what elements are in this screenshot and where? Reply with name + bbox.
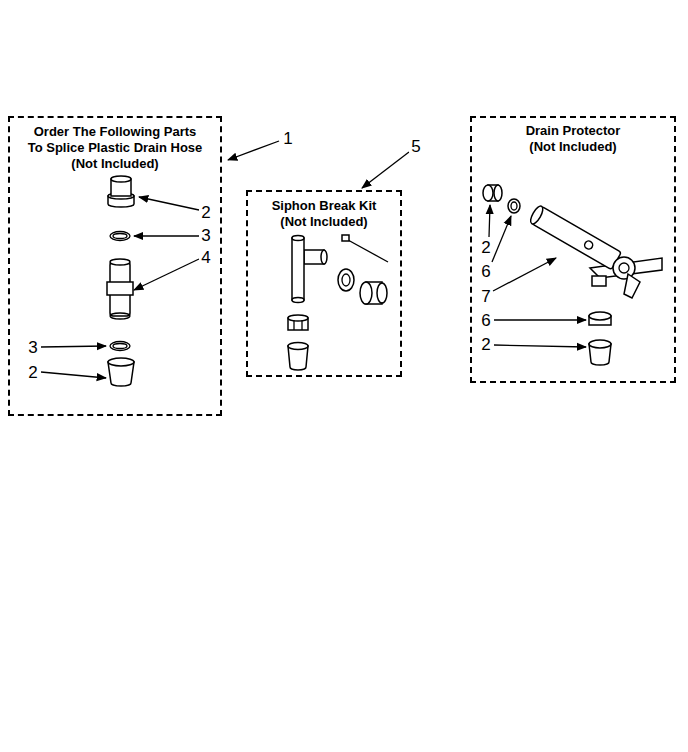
callout-number: 2: [199, 204, 212, 221]
drain-cap: [483, 185, 502, 201]
drain-ring: [508, 199, 520, 213]
callout-number: 2: [479, 239, 492, 256]
siphon-fitting: [360, 282, 387, 304]
callout-number: 3: [199, 227, 212, 244]
drain-nut: [589, 312, 611, 325]
group-heading: Siphon Break Kit: [248, 198, 400, 214]
callout-number: 4: [199, 249, 212, 266]
callout-number: 7: [479, 288, 492, 305]
callout-number: 6: [479, 312, 492, 329]
dashed-group-box: Drain Protector(Not Included): [470, 116, 676, 383]
splice-connector: [107, 259, 133, 319]
clamp-ring: [110, 342, 130, 351]
cable-tie: [342, 235, 388, 262]
siphon-nut: [338, 269, 354, 291]
callout-number: 2: [26, 364, 39, 381]
hose-clamp-sleeve: [108, 176, 134, 207]
dashed-group-box: Order The Following Parts To Splice Plas…: [8, 116, 222, 416]
group-heading: Order The Following Parts To Splice Plas…: [26, 124, 205, 156]
clamp-ring: [110, 232, 130, 241]
callout-number: 6: [479, 263, 492, 280]
dashed-group-box: Siphon Break Kit(Not Included): [246, 190, 402, 377]
callout-number: 3: [26, 339, 39, 356]
siphon-cup: [288, 343, 308, 371]
callout-number: 5: [409, 138, 422, 155]
group-note: (Not Included): [248, 214, 400, 230]
callout-number: 1: [281, 130, 294, 147]
group-note: (Not Included): [484, 139, 663, 155]
siphon-nut: [288, 315, 308, 330]
leader-lines: [41, 141, 586, 378]
drain-cap: [589, 340, 611, 365]
drain-protector-body: [528, 204, 662, 298]
callout-number: 2: [479, 336, 492, 353]
siphon-tee: [292, 236, 327, 303]
group-note: (Not Included): [26, 156, 205, 172]
group-heading: Drain Protector: [484, 123, 663, 139]
hose-clamp-sleeve: [108, 358, 134, 386]
